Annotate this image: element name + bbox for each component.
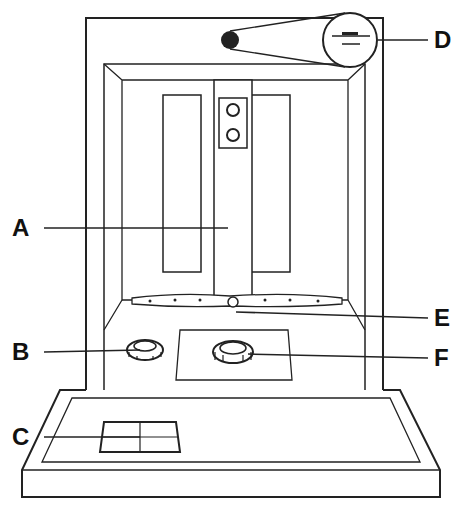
magnifier-circle (323, 13, 377, 67)
tub-outline (104, 64, 365, 390)
nozzle-block (219, 98, 247, 148)
callout-letter: F (434, 346, 449, 370)
magnified-detail (342, 32, 358, 35)
wall-panel (250, 95, 290, 272)
salt-cap-grip (129, 352, 161, 360)
callout-letter: C (12, 425, 29, 449)
spray-tube (214, 80, 252, 302)
spray-arm (132, 294, 342, 306)
leader-lines (44, 40, 428, 437)
spray-arm-hub (228, 297, 238, 307)
nozzle (227, 104, 239, 116)
wall-panel (163, 95, 201, 272)
magnified-detail (332, 36, 370, 44)
filter (220, 342, 246, 354)
door-edge (22, 469, 440, 471)
filter-ribs (215, 352, 251, 362)
cabinet-outline (86, 18, 383, 390)
door-outline (22, 390, 440, 497)
callout-letter: D (434, 28, 451, 52)
callout-letter: A (12, 216, 29, 240)
filter (213, 341, 253, 363)
control-spot (221, 31, 239, 49)
callout-letter: E (434, 306, 450, 330)
nozzle (227, 129, 239, 141)
door-inner-panel (42, 398, 420, 462)
callout-letter: B (12, 340, 29, 364)
